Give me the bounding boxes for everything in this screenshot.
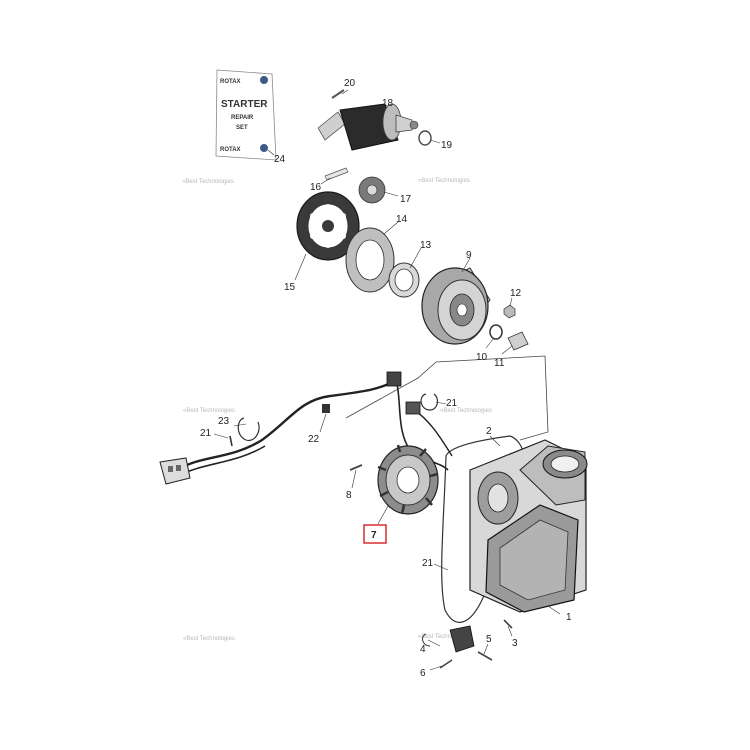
- nut-12[interactable]: [503, 304, 516, 319]
- rotax-logo-icon-2: [260, 144, 268, 152]
- callout-8[interactable]: 8: [346, 490, 352, 501]
- screw-21-left[interactable]: [229, 435, 233, 447]
- callout-15[interactable]: 15: [284, 282, 296, 293]
- callout-2[interactable]: 2: [486, 426, 492, 437]
- watermark-2: «Best Technologies: [418, 178, 470, 184]
- flywheel-rotor-9[interactable]: [421, 267, 491, 345]
- kit-brand-top: ROTAX: [220, 79, 241, 85]
- starter-motor[interactable]: [317, 103, 419, 151]
- clip-23[interactable]: [237, 417, 260, 442]
- sensor-lower[interactable]: [449, 625, 475, 653]
- callout-22[interactable]: 22: [308, 434, 320, 445]
- ring-gear-15[interactable]: [296, 191, 360, 261]
- shaft-16[interactable]: [324, 167, 349, 181]
- callout-20[interactable]: 20: [344, 78, 356, 89]
- bolt-20[interactable]: [331, 89, 345, 99]
- o-ring-19[interactable]: [418, 130, 432, 146]
- callout-21-lower[interactable]: 21: [422, 558, 434, 569]
- watermark-6: «Best Technologies: [418, 634, 470, 640]
- clip-22[interactable]: [322, 404, 330, 413]
- leader-lines: [213, 89, 561, 671]
- bolt-11[interactable]: [507, 331, 529, 351]
- clutch-plate-14[interactable]: [345, 227, 395, 293]
- watermark-5: «Best Technologies: [183, 636, 235, 642]
- rotax-logo-icon: [260, 76, 268, 84]
- callout-numbers: 20 18 19 24 16 17 14 13 9 15 12 10 11 23…: [200, 78, 572, 679]
- callout-23[interactable]: 23: [218, 416, 230, 427]
- gear-17[interactable]: [358, 176, 386, 204]
- callout-21-upper[interactable]: 21: [446, 398, 458, 409]
- callout-1[interactable]: 1: [566, 612, 572, 623]
- bolt-5[interactable]: [477, 651, 493, 661]
- callout-4[interactable]: 4: [420, 644, 426, 655]
- starter-repair-kit-card[interactable]: ROTAX STARTER REPAIR SET ROTAX: [215, 69, 277, 161]
- callout-5[interactable]: 5: [486, 634, 492, 645]
- watermark-4: «Best Technologies: [440, 408, 492, 414]
- callout-17[interactable]: 17: [400, 194, 412, 205]
- clip-21-upper[interactable]: [420, 393, 439, 411]
- kit-line-2: REPAIR: [231, 115, 254, 121]
- bearing-13[interactable]: [388, 262, 420, 298]
- callout-21-left[interactable]: 21: [200, 428, 212, 439]
- highlight-box: [363, 524, 387, 544]
- bolt-6[interactable]: [439, 659, 453, 669]
- callout-10[interactable]: 10: [476, 352, 488, 363]
- clip-4[interactable]: [422, 633, 431, 647]
- stator-7[interactable]: [377, 444, 439, 515]
- callout-3[interactable]: 3: [512, 638, 518, 649]
- screw-8[interactable]: [349, 464, 363, 471]
- watermark-1: «Best Technologies: [182, 179, 234, 185]
- kit-title: STARTER: [221, 99, 268, 110]
- highlighted-callout-7[interactable]: 7: [363, 524, 387, 544]
- callout-14[interactable]: 14: [396, 214, 408, 225]
- assembly-group-outline: [345, 355, 549, 441]
- kit-brand-bottom: ROTAX: [220, 147, 241, 153]
- harness-connector[interactable]: [159, 457, 191, 485]
- callout-12[interactable]: 12: [510, 288, 522, 299]
- callout-6[interactable]: 6: [420, 668, 426, 679]
- callout-9[interactable]: 9: [466, 250, 472, 261]
- callout-7[interactable]: 7: [371, 530, 377, 541]
- callout-16[interactable]: 16: [310, 182, 322, 193]
- watermarks: «Best Technologies «Best Technologies «B…: [182, 178, 492, 642]
- callout-18[interactable]: 18: [382, 98, 394, 109]
- watermark-3: «Best Technologies: [183, 408, 235, 414]
- callout-11[interactable]: 11: [494, 358, 505, 369]
- screw-3[interactable]: [503, 619, 513, 629]
- engine-cover-1[interactable]: [469, 439, 588, 613]
- callout-24[interactable]: 24: [274, 154, 286, 165]
- callout-19[interactable]: 19: [441, 140, 453, 151]
- kit-line-3: SET: [236, 125, 248, 131]
- callout-13[interactable]: 13: [420, 240, 432, 251]
- washer-10[interactable]: [489, 324, 503, 340]
